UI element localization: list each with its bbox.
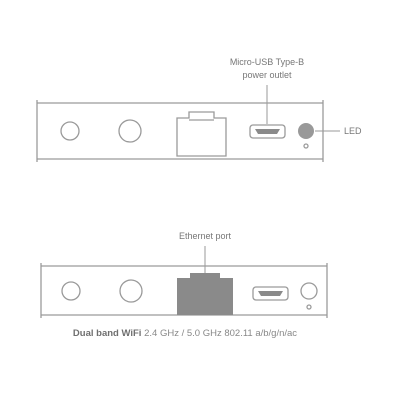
wifi-caption: Dual band WiFi 2.4 GHz / 5.0 GHz 802.11 … [73, 328, 297, 339]
wifi-caption-rest: 2.4 GHz / 5.0 GHz 802.11 a/b/g/n/ac [141, 328, 297, 339]
bottom-micro-usb-port-slot [258, 291, 283, 296]
bottom-round-button [300, 282, 318, 300]
bottom-ethernet-port [177, 273, 233, 315]
bottom-large-round-port [119, 279, 143, 303]
usb-label-line2: power outlet [242, 70, 292, 80]
bottom-device-view [40, 263, 328, 318]
bottom-small-round-port [61, 281, 81, 301]
top-micro-usb-port-slot [255, 129, 280, 134]
ethernet-label: Ethernet port [179, 231, 232, 241]
bottom-micro-usb-port [252, 286, 289, 301]
top-device-view [36, 100, 324, 162]
led-icon [298, 123, 314, 139]
top-pinhole [303, 143, 309, 149]
bottom-pinhole [306, 304, 312, 310]
led-label: LED [344, 126, 362, 136]
top-large-round-port [118, 119, 142, 143]
top-small-round-port [60, 121, 80, 141]
wifi-caption-prefix: Dual band WiFi [73, 328, 142, 339]
usb-label-line1: Micro-USB Type-B [230, 57, 304, 67]
top-micro-usb-port [249, 124, 286, 139]
top-ethernet-port [176, 111, 227, 157]
